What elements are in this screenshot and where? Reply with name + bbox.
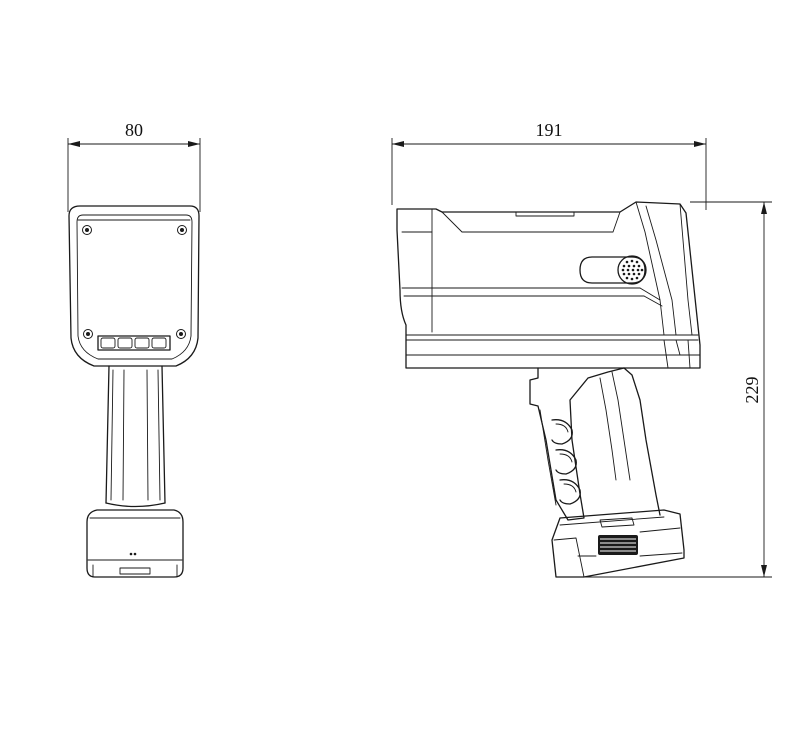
speaker-grille: [579, 255, 647, 285]
front-view: 80: [67, 120, 201, 578]
side-view: 191 229: [391, 120, 772, 578]
dimension-height-label: 229: [742, 377, 762, 404]
front-button-row: [97, 335, 171, 351]
front-head: [68, 205, 200, 367]
battery-latch: [598, 535, 638, 555]
dimension-width: 80: [67, 120, 201, 212]
dimension-width-label: 80: [125, 120, 143, 140]
front-battery: [86, 509, 184, 578]
dimension-length: 191: [391, 120, 707, 210]
side-handle: [529, 367, 661, 521]
front-handle: [105, 365, 166, 508]
dimension-height: 229: [578, 201, 772, 578]
side-body: [396, 201, 701, 369]
side-battery: [551, 509, 685, 578]
dimension-length-label: 191: [536, 120, 563, 140]
speaker-dots: [621, 259, 644, 281]
